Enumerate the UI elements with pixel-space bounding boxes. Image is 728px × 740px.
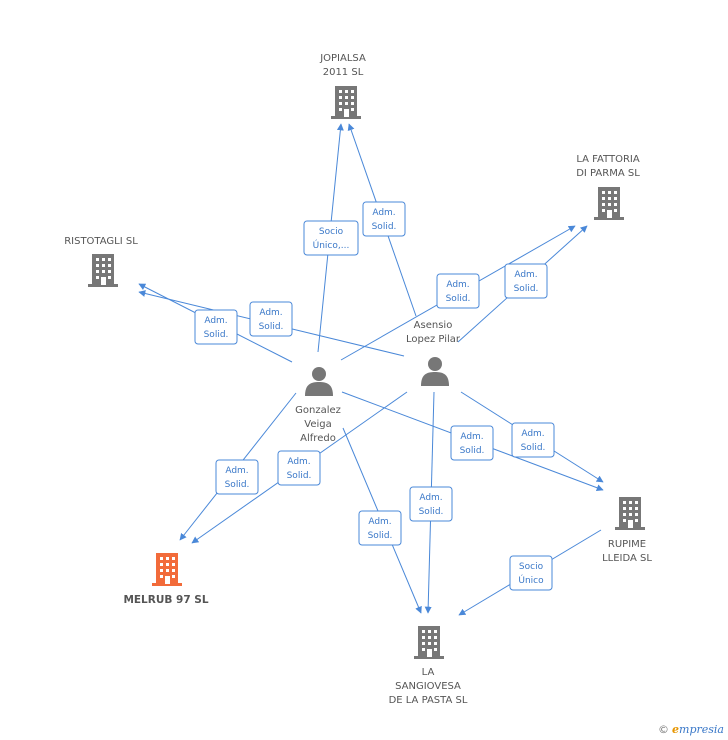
node-label: MELRUB 97 SL [123,594,208,606]
relation-label-line: Adm. [460,432,483,442]
node-label: LLEIDA SL [602,553,652,564]
relation-label-line: Único [518,574,544,586]
relation-label: Adm. Solid. [358,510,402,546]
relation-label-line: Adm. [372,208,395,218]
relation-label-line: Adm. [419,493,442,503]
relation-label-line: Solid. [460,446,485,456]
relation-label-line: Adm. [287,457,310,467]
company-node-fattoria[interactable]: LA FATTORIA DI PARMA SL [576,154,640,220]
person-icon [421,357,449,386]
node-label: Alfredo [300,433,336,444]
relation-label: Adm. Solid. [194,309,238,345]
company-node-melrub[interactable]: MELRUB 97 SL [123,553,209,606]
relation-label: Adm. Solid. [409,486,453,522]
company-node-rupime[interactable]: RUPIME LLEIDA SL [602,497,652,564]
node-label: LA [422,667,435,678]
relation-label-line: Adm. [204,316,227,326]
building-icon [414,626,444,659]
relation-label: Adm. Solid. [450,425,494,461]
building-icon [331,86,361,119]
node-label: JOPIALSA [319,53,366,64]
copyright-symbol: © [658,723,670,736]
node-label: Veiga [304,419,331,430]
person-node-gonzalez[interactable]: Gonzalez Veiga Alfredo [295,367,341,444]
relation-label-line: Adm. [514,270,537,280]
relation-label-line: Solid. [204,330,229,340]
node-label: DE LA PASTA SL [389,695,468,706]
relation-label: Adm. Solid. [362,201,406,237]
building-icon [88,254,118,287]
relation-label: Adm. Solid. [277,450,321,486]
brand-logo-letter: e [672,723,680,736]
relation-label-line: Socio [319,227,344,237]
relation-label-line: Adm. [521,429,544,439]
relation-label: Socio Único [509,555,553,591]
building-icon [615,497,645,530]
relation-label-line: Solid. [259,322,284,332]
node-label: 2011 SL [323,67,364,78]
company-node-ristotagli[interactable]: RISTOTAGLI SL [64,236,138,287]
building-icon [152,553,182,586]
node-label: Asensio [414,320,453,331]
node-label: RUPIME [608,539,646,550]
person-node-asensio[interactable]: Asensio Lopez Pilar [406,320,461,386]
relation-label-line: Socio [519,562,544,572]
footer-brand[interactable]: ©empresia [658,723,724,736]
company-node-jopialsa[interactable]: JOPIALSA 2011 SL [319,53,366,119]
relation-label-line: Adm. [259,308,282,318]
relation-label: Adm. Solid. [249,301,293,337]
relation-label-line: Solid. [372,222,397,232]
building-icon [594,187,624,220]
relation-label: Adm. Solid. [511,422,555,458]
relation-label: Adm. Solid. [436,273,480,309]
relation-label: Socio Único,... [303,220,359,256]
person-icon [305,367,333,396]
relation-label-line: Solid. [368,531,393,541]
brand-name: mpresia [679,723,724,736]
relation-label-line: Único,... [313,239,350,251]
company-node-sangiovesa[interactable]: LA SANGIOVESA DE LA PASTA SL [389,626,468,706]
node-label: DI PARMA SL [576,168,640,179]
relation-label: Adm. Solid. [215,459,259,495]
relation-label-line: Solid. [514,284,539,294]
relation-label-line: Solid. [446,294,471,304]
node-label: LA FATTORIA [576,154,640,165]
relation-label-line: Solid. [287,471,312,481]
node-label: SANGIOVESA [395,681,461,692]
relation-label: Adm. Solid. [504,263,548,299]
relation-label-line: Adm. [368,517,391,527]
relation-label-line: Adm. [225,466,248,476]
relation-labels: Socio Único,... Adm. Solid. Adm. Solid. … [194,201,555,591]
node-label: Gonzalez [295,405,341,416]
node-label: RISTOTAGLI SL [64,236,138,247]
relation-label-line: Solid. [225,480,250,490]
node-label: Lopez Pilar [406,334,461,345]
relation-label-line: Solid. [521,443,546,453]
relation-label-line: Adm. [446,280,469,290]
relation-label-line: Solid. [419,507,444,517]
